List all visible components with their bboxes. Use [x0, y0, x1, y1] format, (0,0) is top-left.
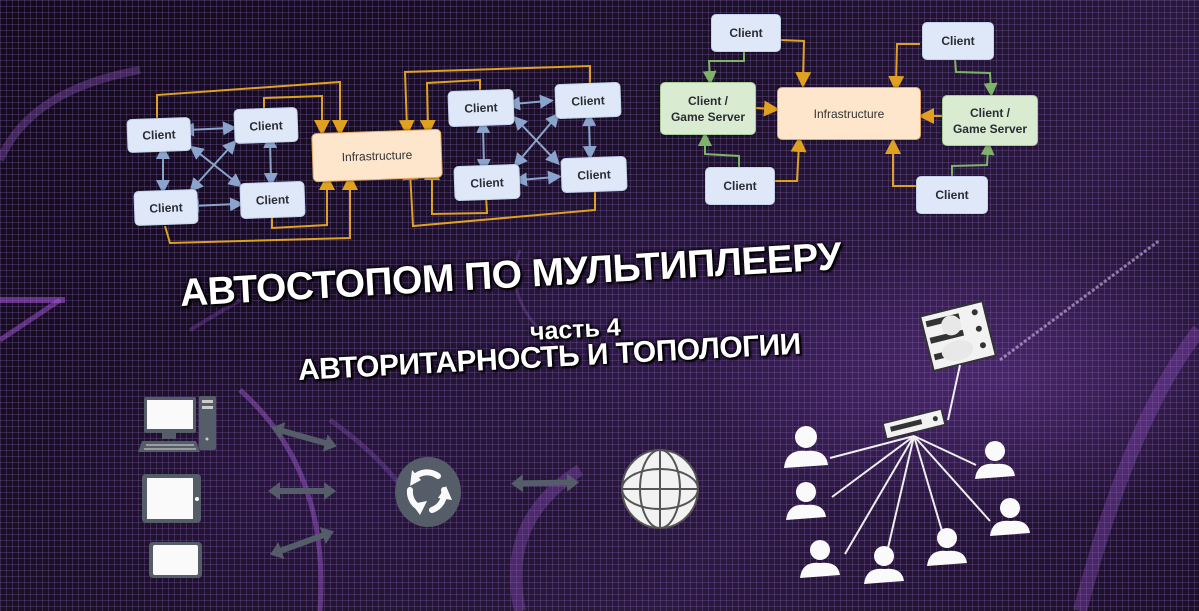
phone-icon: [149, 542, 202, 578]
user-icon: [990, 498, 1030, 536]
right-client-bottom-right: Client: [916, 176, 988, 214]
network-links: [829, 435, 991, 555]
client-label: Client: [935, 188, 969, 202]
right-client-top-right: Client: [922, 22, 994, 60]
user-icon: [975, 441, 1015, 479]
right-client-bottom-left: Client: [705, 167, 775, 205]
server-uplink: [947, 364, 961, 421]
right-game-server-left: Client /Game Server: [660, 82, 756, 135]
right-infrastructure: Infrastructure: [777, 87, 921, 140]
client-label: Client: [729, 26, 763, 40]
right-client-top-left: Client: [711, 14, 781, 52]
users-icons: [784, 426, 1030, 584]
game-server-label-line1: Client /: [969, 105, 1010, 120]
server-rack-icon: [918, 299, 998, 373]
user-icon: [864, 546, 904, 584]
globe-icon: [621, 449, 699, 529]
game-server-label-line2: Game Server: [952, 121, 1028, 136]
tablet-icon: [142, 474, 201, 523]
user-icon: [927, 528, 967, 566]
user-icon: [784, 426, 828, 468]
right-game-server-right: Client /Game Server: [942, 95, 1038, 146]
user-icon: [786, 482, 826, 520]
game-server-label-line1: Client /: [687, 93, 728, 108]
sync-hub-icon: [395, 457, 461, 527]
desktop-computer-icon: [138, 396, 216, 452]
game-server-label-line2: Game Server: [670, 109, 746, 124]
network-switch-icon: [882, 408, 946, 440]
user-icon: [800, 540, 840, 578]
client-label: Client: [723, 179, 757, 193]
client-label: Client: [941, 34, 975, 48]
double-arrow-icons: [268, 422, 579, 559]
infrastructure-label: Infrastructure: [813, 106, 885, 121]
